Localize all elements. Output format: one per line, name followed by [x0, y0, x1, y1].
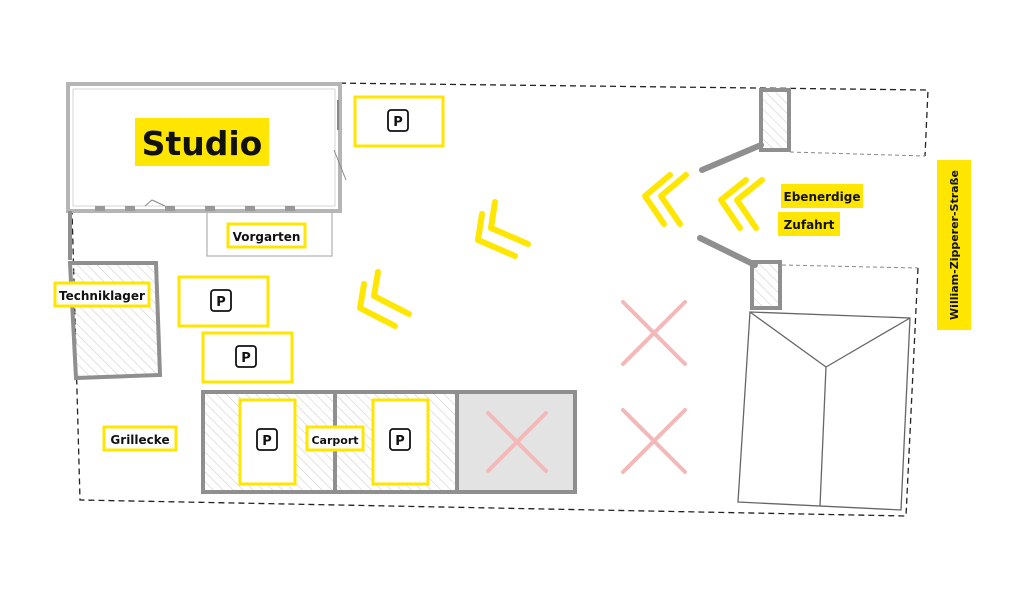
neighbour-boundary-top	[789, 151, 926, 157]
svg-text:William-Zipperer-Straße: William-Zipperer-Straße	[948, 170, 961, 320]
chevron-left-icon	[642, 172, 689, 227]
svg-text:P: P	[216, 295, 226, 310]
chevron-left-icon	[718, 177, 765, 231]
svg-text:P: P	[241, 351, 251, 366]
parking-space: P	[177, 275, 270, 328]
neighbour-boundary-bottom	[781, 264, 919, 269]
svg-text:P: P	[393, 115, 403, 130]
access-label-box	[778, 212, 840, 236]
parking-icon	[256, 428, 278, 451]
vorgarten-label-box	[226, 222, 307, 249]
techniklager-label: Techniklager	[59, 289, 145, 303]
parking-space: P	[238, 398, 297, 486]
chevron-left-icon	[475, 199, 531, 259]
parking-space: P	[201, 331, 294, 384]
studio-label: Studio	[142, 124, 263, 163]
techniklager-building	[67, 261, 163, 381]
parking-space: P	[371, 398, 430, 486]
chevron-left-icon	[357, 269, 412, 329]
parking-icon	[387, 109, 409, 132]
carport-label-box	[305, 425, 365, 452]
entrance-gate	[697, 88, 791, 310]
parking-icon	[389, 428, 411, 451]
svg-text:P: P	[395, 434, 405, 449]
cross-icon	[486, 411, 548, 473]
grillecke-label: Grillecke	[110, 433, 169, 447]
studio-label-bg	[135, 118, 269, 166]
access-label-line1: Ebenerdige	[784, 190, 861, 204]
vorgarten-area	[206, 211, 333, 257]
svg-text:P: P	[262, 434, 272, 449]
parking-icon	[235, 345, 257, 368]
cross-icon	[621, 300, 687, 366]
parking-icon	[210, 289, 232, 312]
access-label-box	[781, 184, 863, 208]
access-label-line2: Zufahrt	[784, 218, 835, 232]
vorgarten-label: Vorgarten	[233, 230, 301, 244]
property-boundary	[71, 82, 929, 517]
parking-space: P	[353, 95, 445, 148]
neighbour-building	[737, 311, 911, 511]
street-label: William-Zipperer-Straße	[937, 160, 971, 330]
techniklager-label-box	[53, 281, 151, 308]
grillecke-label-box	[102, 425, 178, 452]
cross-icon	[621, 408, 687, 474]
carport-label: Carport	[311, 434, 358, 447]
